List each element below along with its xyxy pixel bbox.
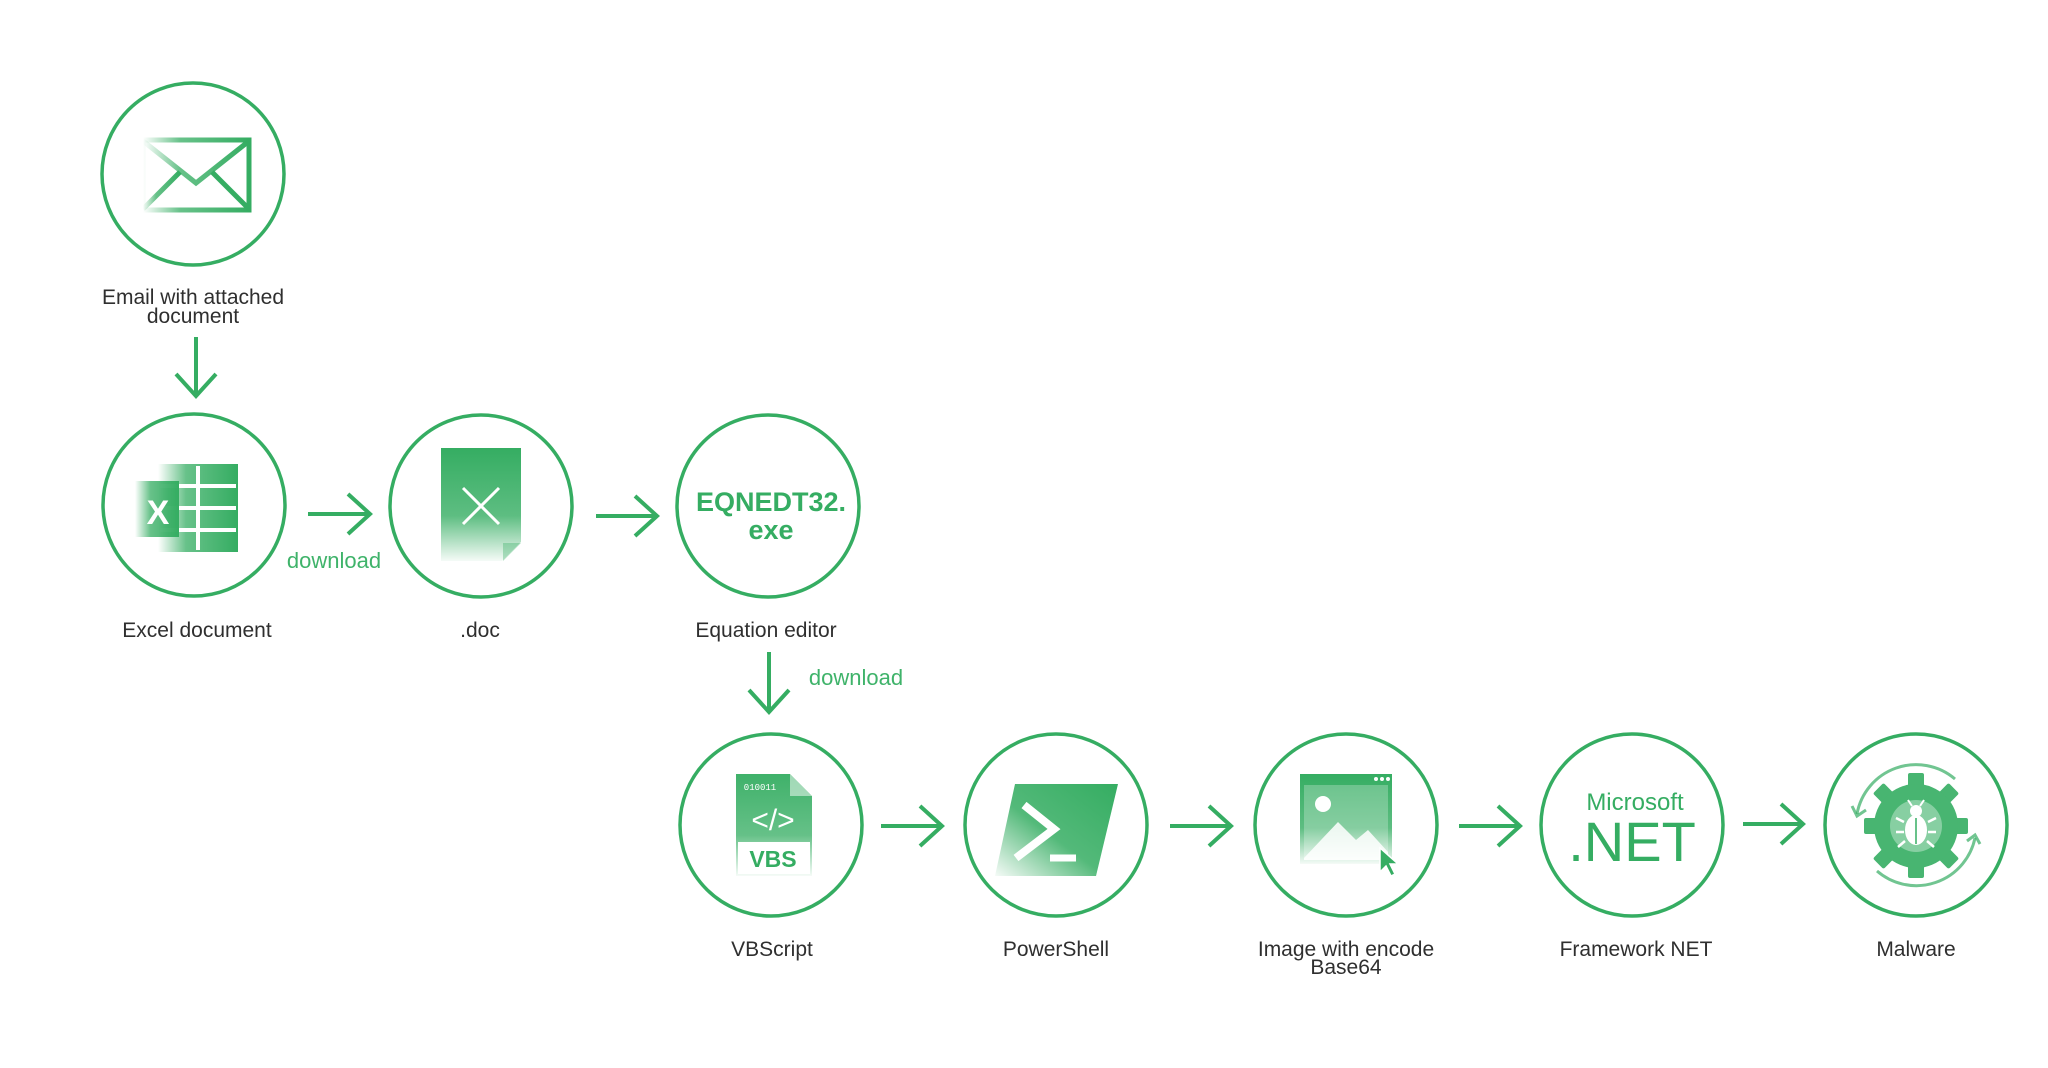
vbs-code-text: </> bbox=[751, 804, 794, 837]
node-email: Email with attached document bbox=[100, 81, 286, 328]
vbs-file-icon: 010011 </> VBS bbox=[736, 774, 812, 876]
bug-gear-icon bbox=[1850, 763, 1982, 888]
node-doc-label: .doc bbox=[460, 619, 500, 642]
node-equation-circle bbox=[675, 413, 861, 599]
node-excel-label: Excel document bbox=[122, 619, 272, 642]
node-malware: Malware bbox=[1823, 732, 2009, 961]
equation-icon-text-1: EQNEDT32. bbox=[696, 487, 846, 517]
node-email-label: Email with attached bbox=[102, 286, 284, 309]
powershell-icon bbox=[995, 784, 1118, 876]
edge-label-download-1: download bbox=[287, 548, 381, 573]
node-equation-label: Equation editor bbox=[695, 619, 836, 642]
node-dotnet-circle bbox=[1539, 732, 1725, 918]
node-excel-circle bbox=[101, 412, 287, 598]
arrow-image-to-dotnet bbox=[1459, 804, 1523, 848]
node-doc-circle bbox=[388, 413, 574, 599]
node-vbscript-label: VBScript bbox=[731, 938, 813, 961]
arrow-doc-to-equation bbox=[596, 494, 660, 538]
node-image-label-line2: Base64 bbox=[1310, 956, 1382, 979]
edge-label-download-2: download bbox=[809, 665, 903, 690]
arrow-email-to-excel bbox=[174, 337, 218, 399]
node-excel: X Excel document bbox=[101, 412, 287, 642]
node-malware-label: Malware bbox=[1876, 938, 1955, 961]
svg-text:X: X bbox=[147, 494, 170, 532]
doc-file-icon bbox=[441, 448, 521, 561]
arrow-dotnet-to-malware bbox=[1743, 802, 1806, 846]
image-window-icon bbox=[1300, 774, 1400, 878]
equation-icon-text-2: exe bbox=[748, 515, 793, 545]
vbs-badge-text: VBS bbox=[749, 846, 796, 872]
arrow-vbscript-to-powershell bbox=[881, 804, 945, 848]
node-email-circle bbox=[100, 81, 286, 267]
node-dotnet-label: Framework NET bbox=[1560, 938, 1713, 961]
node-email-label-line2: document bbox=[147, 305, 239, 328]
excel-icon: X bbox=[135, 464, 238, 552]
dotnet-icon-text-1: Microsoft bbox=[1586, 789, 1684, 816]
node-vbscript-circle bbox=[678, 732, 864, 918]
node-powershell: PowerShell bbox=[963, 732, 1149, 961]
node-equation: EQNEDT32. exe Equation editor bbox=[675, 413, 861, 642]
envelope-icon bbox=[140, 137, 252, 213]
node-image: Image with encode Base64 bbox=[1253, 732, 1439, 979]
arrow-excel-to-doc: download bbox=[287, 492, 381, 573]
node-vbscript: 010011 </> VBS VBScript bbox=[678, 732, 864, 961]
dotnet-icon-text-2: .NET bbox=[1568, 810, 1696, 873]
arrow-equation-to-vbscript: download bbox=[747, 652, 903, 715]
vbs-binary-text: 010011 bbox=[744, 783, 776, 793]
node-powershell-label: PowerShell bbox=[1003, 938, 1109, 961]
arrow-powershell-to-image bbox=[1170, 804, 1234, 848]
node-image-circle bbox=[1253, 732, 1439, 918]
node-dotnet: Microsoft .NET Framework NET bbox=[1539, 732, 1725, 961]
node-powershell-circle bbox=[963, 732, 1149, 918]
node-malware-circle bbox=[1823, 732, 2009, 918]
node-image-label: Image with encode bbox=[1258, 938, 1434, 961]
node-doc: .doc bbox=[388, 413, 574, 642]
